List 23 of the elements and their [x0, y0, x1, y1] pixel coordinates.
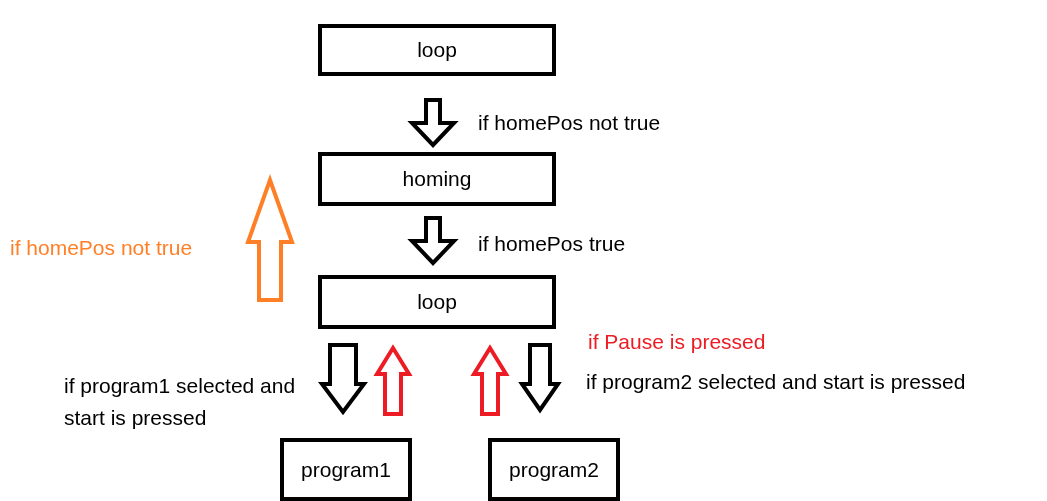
box-label: loop — [417, 37, 457, 64]
edge-label: if homePos not true — [478, 110, 661, 136]
box-label: homing — [402, 166, 472, 193]
process-box — [318, 24, 556, 76]
process-box — [318, 275, 556, 329]
block-arrow — [407, 98, 459, 148]
block-arrow — [518, 343, 562, 414]
process-box — [488, 438, 620, 501]
edge-label: if homePos not true — [10, 235, 193, 261]
edge-label: if program2 selected and start is pressed — [586, 369, 966, 395]
process-box — [280, 438, 412, 501]
edge-label: if Pause is pressed — [588, 329, 766, 355]
block-arrow — [407, 216, 459, 266]
block-arrow — [373, 344, 413, 416]
box-label: program2 — [509, 456, 599, 483]
box-label: loop — [417, 289, 457, 316]
block-arrow — [318, 343, 368, 416]
block-arrow — [470, 344, 510, 416]
box-label: program1 — [301, 456, 391, 483]
edge-label: if homePos true — [478, 231, 626, 257]
edge-label: if program1 selected and start is pressed — [64, 373, 297, 431]
block-arrow — [245, 174, 295, 302]
process-box — [318, 152, 556, 206]
